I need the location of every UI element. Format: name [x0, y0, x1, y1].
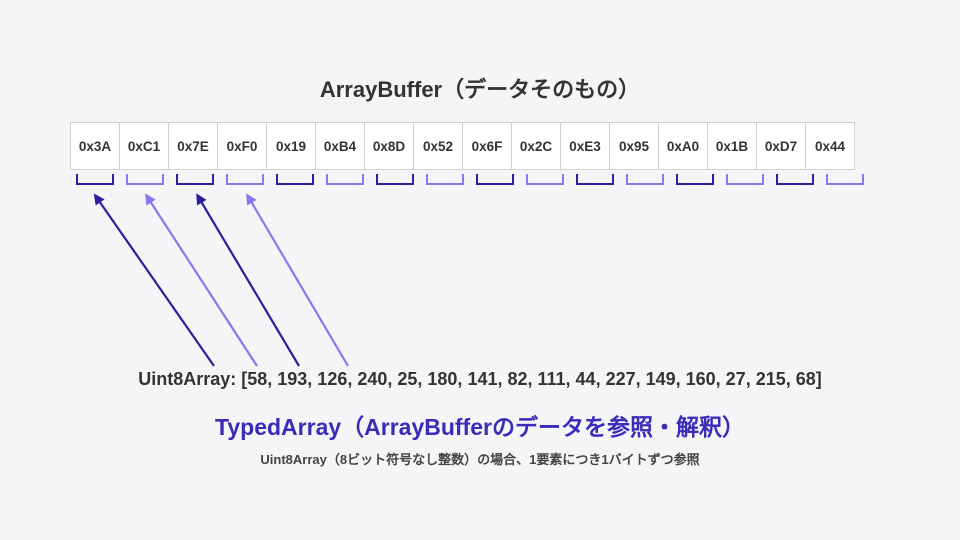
- byte-bracket: [76, 174, 114, 185]
- reference-arrow: [145, 193, 258, 367]
- byte-bracket: [826, 174, 864, 185]
- byte-cell: 0x6F: [462, 122, 512, 170]
- byte-bracket: [326, 174, 364, 185]
- byte-cell: 0x1B: [707, 122, 757, 170]
- byte-cell: 0xE3: [560, 122, 610, 170]
- byte-bracket: [526, 174, 564, 185]
- byte-cell: 0x52: [413, 122, 463, 170]
- byte-cell: 0x2C: [511, 122, 561, 170]
- byte-bracket: [426, 174, 464, 185]
- byte-cell: 0xA0: [658, 122, 708, 170]
- caption: Uint8Array（8ビット符号なし整数）の場合、1要素につき1バイトずつ参照: [260, 452, 700, 467]
- reference-arrow: [93, 193, 215, 367]
- reference-arrow: [196, 193, 300, 367]
- byte-bracket: [276, 174, 314, 185]
- uint8array-values: Uint8Array: [58, 193, 126, 240, 25, 180,…: [138, 369, 822, 389]
- byte-cell: 0x3A: [70, 122, 120, 170]
- reference-arrow: [246, 193, 349, 367]
- typedarray-title: TypedArray（ArrayBufferのデータを参照・解釈）: [215, 414, 745, 440]
- byte-bracket: [176, 174, 214, 185]
- byte-bracket: [476, 174, 514, 185]
- byte-bracket: [126, 174, 164, 185]
- byte-bracket: [776, 174, 814, 185]
- byte-cell: 0xD7: [756, 122, 806, 170]
- byte-bracket: [376, 174, 414, 185]
- byte-bracket: [576, 174, 614, 185]
- byte-cell: 0x44: [805, 122, 855, 170]
- byte-bracket: [726, 174, 764, 185]
- byte-cell: 0x7E: [168, 122, 218, 170]
- byte-bracket: [226, 174, 264, 185]
- byte-bracket: [626, 174, 664, 185]
- arraybuffer-title: ArrayBuffer（データそのもの）: [319, 77, 641, 102]
- byte-bracket: [676, 174, 714, 185]
- byte-cell: 0x8D: [364, 122, 414, 170]
